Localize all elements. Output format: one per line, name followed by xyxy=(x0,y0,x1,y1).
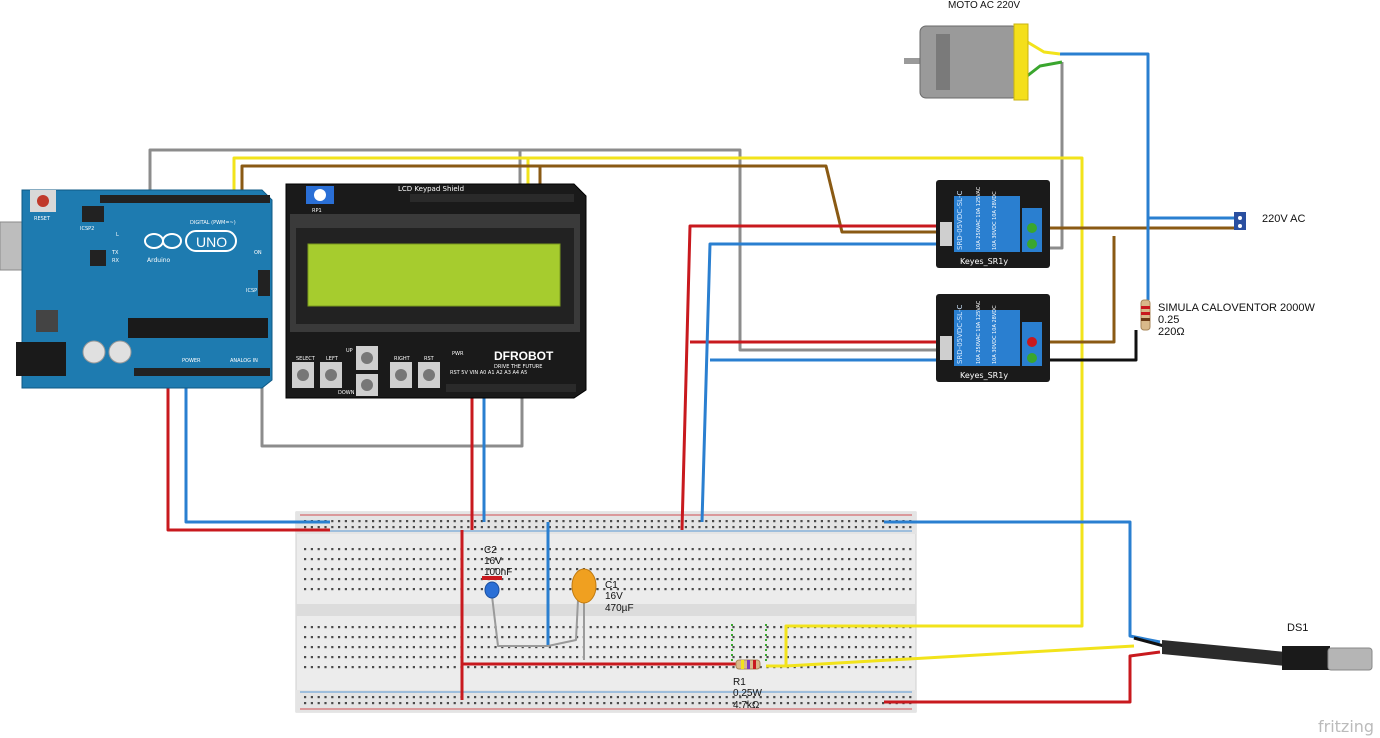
blue-wire-gnd xyxy=(184,372,330,524)
black-wire-heater xyxy=(1032,330,1138,362)
ac-motor xyxy=(904,23,1029,101)
shield-title: LCD Keypad Shield xyxy=(398,185,464,193)
rx-label: RX xyxy=(112,258,119,264)
heater-name-label: SIMULA CALOVENTOR 2000W xyxy=(1158,302,1316,314)
c1-lead2 xyxy=(547,599,579,647)
breadboard xyxy=(295,511,917,713)
icsp-label: ICSP xyxy=(246,288,257,294)
l-led-label: L xyxy=(116,232,119,238)
relay1-name: Keyes_SR1y xyxy=(960,257,1008,266)
c1-voltage-label: 16V xyxy=(605,591,623,602)
heater-resistor xyxy=(1140,299,1151,331)
c1-name-label: C1 xyxy=(605,580,618,591)
arduino-brand-label: Arduino xyxy=(147,257,171,264)
arduino-uno-board: RESET ICSP2 DIGITAL (PWM=~) UNO Arduino … xyxy=(0,189,273,389)
relay2-model: SRD-05VDC-SL-C xyxy=(956,305,964,364)
shield-buttons: SELECT LEFT UP DOWN RIGHT RST xyxy=(292,346,440,396)
fritzing-watermark: fritzing xyxy=(1318,717,1374,736)
capacitor-c1 xyxy=(571,568,597,604)
wires xyxy=(148,38,1236,704)
relay2-rating-2: 10A 30VDC 10A 28VDC xyxy=(992,305,998,364)
motor-label: MOTO AC 220V xyxy=(948,0,1020,11)
r1-name-label: R1 xyxy=(733,677,746,688)
uno-model-label: UNO xyxy=(196,234,227,250)
select-button-label: SELECT xyxy=(296,356,316,362)
c2-voltage-label: 16V xyxy=(484,556,502,567)
red-wire-5v xyxy=(166,372,330,532)
tx-label: TX xyxy=(111,250,119,256)
analog-label: ANALOG IN xyxy=(230,358,258,364)
heater-value-label: 220Ω xyxy=(1158,326,1185,338)
dfrobot-logo: DFROBOT xyxy=(494,349,554,363)
brown-wire-relay1 xyxy=(240,164,940,234)
down-button-label: DOWN xyxy=(338,390,355,396)
resistor-r1 xyxy=(735,659,761,670)
lcd-keypad-shield: RP1 LCD Keypad Shield SELECT LEFT UP DOW… xyxy=(285,183,587,399)
blue-wire-relay-gnd xyxy=(700,242,940,523)
relay1-model: SRD-05VDC-SL-C xyxy=(956,191,964,250)
c2-value-label: 100nF xyxy=(484,567,512,578)
r1-value-label: 4.7kΩ xyxy=(733,700,760,711)
rp1-label: RP1 xyxy=(312,208,322,214)
arduino-logo: UNO Arduino xyxy=(144,230,237,264)
relay2-rating-1: 10A 250VAC 10A 125VAC xyxy=(976,300,982,364)
ds18b20-probe xyxy=(1162,640,1373,671)
icsp2-label: ICSP2 xyxy=(80,226,94,232)
digital-label: DIGITAL (PWM=~) xyxy=(190,220,236,226)
left-button-label: LEFT xyxy=(326,356,339,362)
relay-module-2: SRD-05VDC-SL-C 10A 250VAC 10A 125VAC 10A… xyxy=(936,294,1050,382)
r1-power-label: 0.25W xyxy=(733,688,762,699)
red-wire-sensor xyxy=(884,650,1161,704)
yellow-wire-motor xyxy=(1023,38,1061,56)
heater-power-label: 0.25 xyxy=(1158,314,1179,326)
pwr-label: PWR xyxy=(452,351,464,357)
c1-value-label: 470µF xyxy=(605,603,634,614)
relay1-rating-2: 10A 30VDC 10A 28VDC xyxy=(992,191,998,250)
right-button-label: RIGHT xyxy=(394,356,411,362)
c2-name-label: C2 xyxy=(484,545,497,556)
rst-button-label: RST xyxy=(424,356,435,362)
shield-pin-labels: RST 5V VIN A0 A1 A2 A3 A4 A5 xyxy=(450,370,527,376)
c2-leads xyxy=(491,595,548,647)
blue-wire-motor xyxy=(1060,52,1236,220)
brown-wire-heater xyxy=(1032,236,1116,344)
capacitor-c2 xyxy=(482,576,502,599)
relay-module-1: SRD-05VDC-SL-C 10A 250VAC 10A 125VAC 10A… xyxy=(936,180,1050,268)
on-label: ON xyxy=(254,250,262,256)
blue-wire-sensor-gnd xyxy=(884,520,1161,644)
ac-power-connector xyxy=(1234,212,1246,230)
red-wire-relay1-vcc xyxy=(680,224,940,531)
breadboard-green-jumpers xyxy=(731,624,767,662)
ds1-label: DS1 xyxy=(1287,622,1308,634)
relay2-name: Keyes_SR1y xyxy=(960,371,1008,380)
ac-source-label: 220V AC xyxy=(1262,213,1305,225)
up-button-label: UP xyxy=(346,348,353,354)
power-label: POWER xyxy=(182,358,201,364)
relay1-rating-1: 10A 250VAC 10A 125VAC xyxy=(976,186,982,250)
dfrobot-tagline: DRIVE THE FUTURE xyxy=(494,364,542,370)
reset-label: RESET xyxy=(34,216,51,222)
gray-wire-a0 xyxy=(260,372,524,448)
gray-wire-arduino-relay xyxy=(148,148,940,352)
yellow-wire-sensor xyxy=(785,644,1135,668)
black-wire-sensor xyxy=(1133,636,1165,648)
